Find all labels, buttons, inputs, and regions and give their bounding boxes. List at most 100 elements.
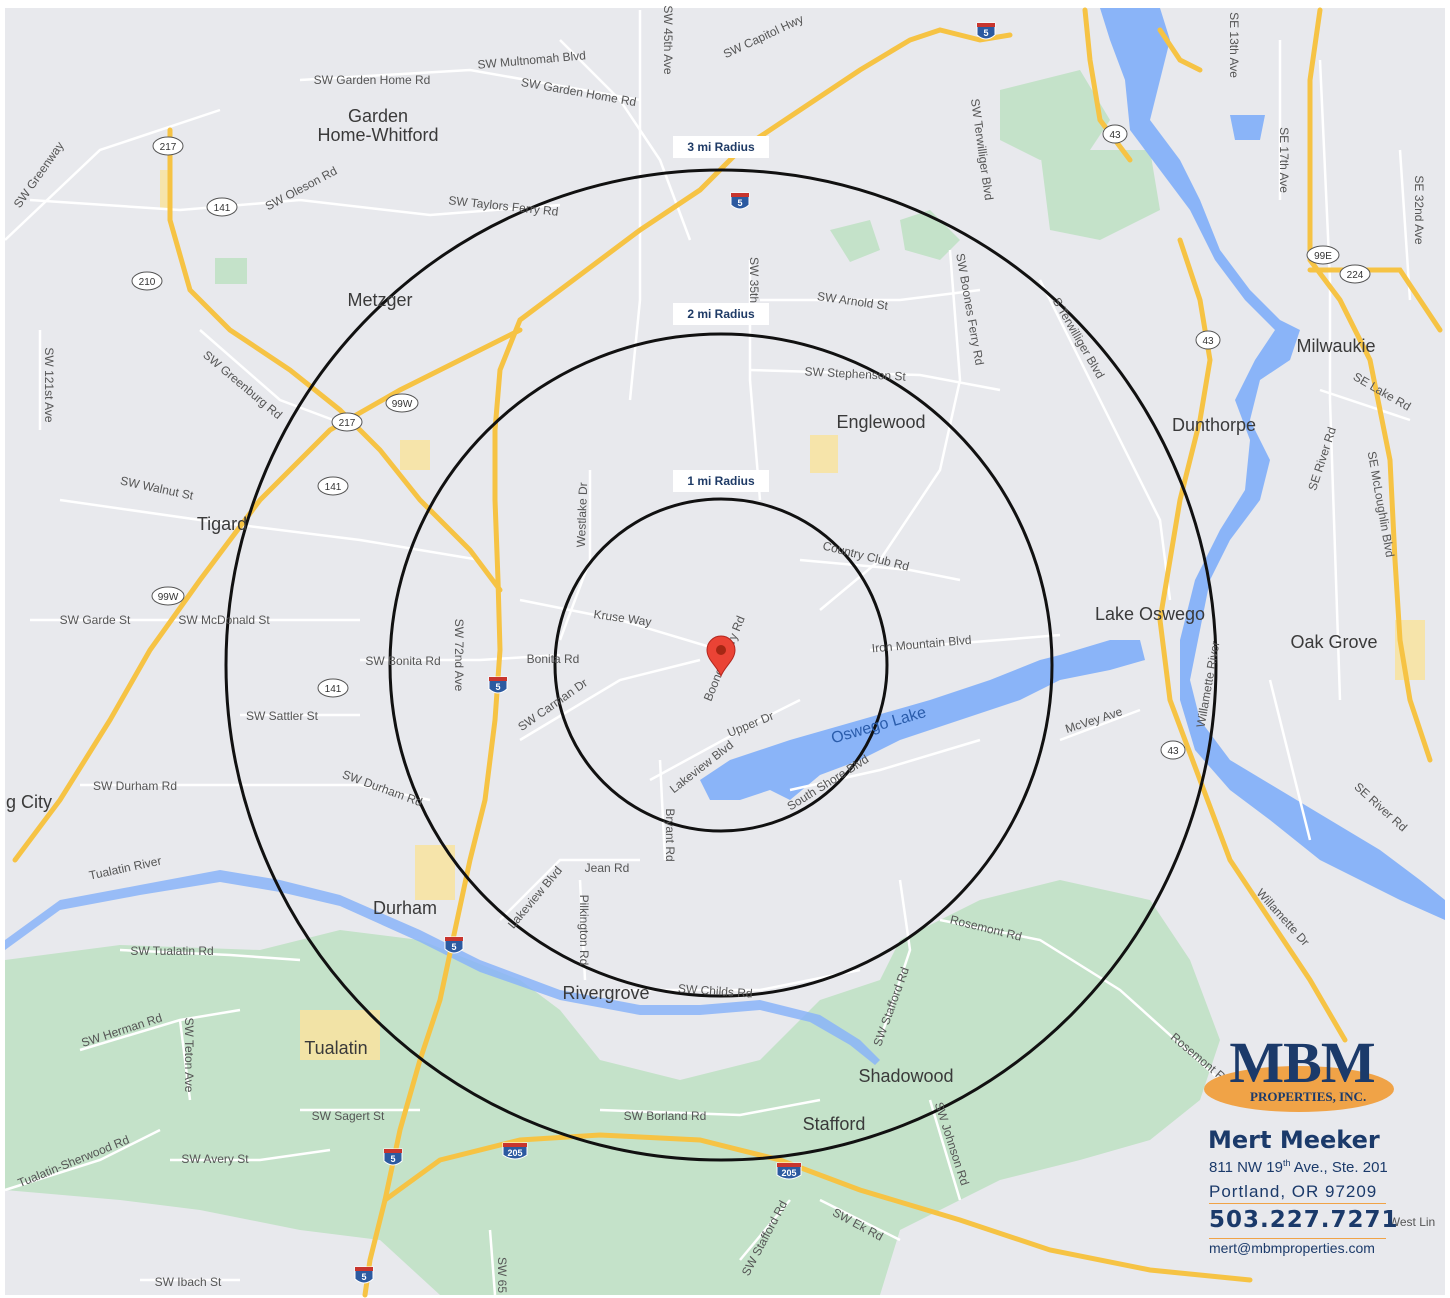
route-shield: 43 bbox=[1160, 740, 1186, 760]
interstate-shield: 5 bbox=[976, 22, 996, 40]
route-shield: 210 bbox=[131, 271, 163, 291]
route-shield: 141 bbox=[317, 476, 349, 496]
divider bbox=[1209, 1238, 1386, 1239]
place-label: Stafford bbox=[803, 1114, 866, 1134]
svg-text:141: 141 bbox=[214, 203, 231, 214]
svg-text:43: 43 bbox=[1109, 130, 1121, 141]
place-label: Home-Whitford bbox=[317, 125, 438, 145]
road-label: Bonita Rd bbox=[527, 652, 580, 666]
place-label: Lake Oswego bbox=[1095, 604, 1205, 624]
svg-text:5: 5 bbox=[495, 682, 500, 692]
road-label: SW Tualatin Rd bbox=[130, 944, 213, 958]
svg-text:43: 43 bbox=[1167, 746, 1179, 757]
place-label: Garden bbox=[348, 106, 408, 126]
parks bbox=[5, 70, 1220, 1295]
road-label: SE 13th Ave bbox=[1227, 12, 1241, 78]
svg-text:2 mi Radius: 2 mi Radius bbox=[687, 307, 755, 321]
minor-roads bbox=[4, 10, 1412, 1296]
svg-text:1 mi Radius: 1 mi Radius bbox=[687, 474, 755, 488]
road-label: SW Bonita Rd bbox=[365, 654, 440, 668]
place-label: Tualatin bbox=[304, 1038, 367, 1058]
road-label: Bryant Rd bbox=[663, 808, 677, 861]
svg-text:205: 205 bbox=[781, 1168, 796, 1178]
svg-text:99W: 99W bbox=[392, 399, 413, 410]
radius-label-3mi: 3 mi Radius bbox=[673, 136, 769, 158]
svg-text:141: 141 bbox=[325, 482, 342, 493]
road-label: SE 32nd Ave bbox=[1412, 175, 1426, 244]
radius-circle-3mi bbox=[224, 168, 1218, 1162]
brand-card: MBM PROPERTIES, INC. Mert Meeker 811 NW … bbox=[1198, 1030, 1398, 1260]
interstate-shield: 5 bbox=[488, 676, 508, 694]
svg-text:141: 141 bbox=[325, 684, 342, 695]
svg-text:5: 5 bbox=[983, 28, 988, 38]
interstate-shield: 5 bbox=[383, 1148, 403, 1166]
water bbox=[5, 8, 1445, 1065]
road-label: SW Durham Rd bbox=[93, 779, 177, 793]
radius-circle-1mi bbox=[553, 497, 889, 833]
interstate-shield: 5 bbox=[354, 1266, 374, 1284]
radius-label-1mi: 1 mi Radius bbox=[673, 470, 769, 492]
svg-text:43: 43 bbox=[1202, 336, 1214, 347]
route-shield: 99E bbox=[1306, 245, 1340, 265]
road-label: SW 72nd Ave bbox=[452, 619, 466, 692]
svg-text:3 mi Radius: 3 mi Radius bbox=[687, 140, 755, 154]
road-label: Pilkington Rd bbox=[577, 895, 591, 966]
place-label: Oak Grove bbox=[1290, 632, 1377, 652]
road-label: SW 35th bbox=[747, 257, 761, 303]
road-label: SW Childs Rd bbox=[678, 981, 753, 1000]
location-marker-icon[interactable] bbox=[706, 635, 736, 678]
place-label: Englewood bbox=[836, 412, 925, 432]
road-label: Westlake Dr bbox=[574, 482, 590, 548]
route-shield: 99W bbox=[385, 393, 419, 413]
road-label: SW McDonald St bbox=[178, 613, 270, 627]
svg-text:99E: 99E bbox=[1314, 251, 1332, 262]
route-shield: 224 bbox=[1339, 264, 1371, 284]
road-label: SE 17th Ave bbox=[1277, 127, 1291, 193]
svg-text:99W: 99W bbox=[158, 592, 179, 603]
road-label: SW 121st Ave bbox=[42, 347, 56, 422]
interstate-shield: 205 bbox=[502, 1142, 528, 1160]
state-shields: 217 141 210 99W 217 141 99W 141 43 43 43… bbox=[131, 124, 1371, 760]
place-label: Metzger bbox=[347, 290, 412, 310]
place-label: Milwaukie bbox=[1296, 336, 1375, 356]
agent-address: 811 NW 19th Ave., Ste. 201 bbox=[1209, 1158, 1388, 1176]
svg-text:217: 217 bbox=[160, 142, 177, 153]
route-shield: 141 bbox=[317, 678, 349, 698]
agent-phone[interactable]: 503.227.7271 bbox=[1209, 1207, 1399, 1233]
place-label: Tigard bbox=[197, 514, 247, 534]
road-label: SW Sattler St bbox=[246, 709, 319, 723]
radius-circle-2mi bbox=[388, 332, 1054, 998]
radius-circles bbox=[224, 168, 1218, 1162]
svg-text:210: 210 bbox=[139, 277, 156, 288]
road-label: SW Garde St bbox=[60, 613, 131, 627]
road-label: SW Ibach St bbox=[155, 1275, 222, 1289]
road-label: SW 65 bbox=[495, 1257, 509, 1293]
route-shield: 217 bbox=[152, 136, 184, 156]
place-label: Durham bbox=[373, 898, 437, 918]
road-label: SW Garden Home Rd bbox=[314, 73, 431, 87]
interstate-shield: 5 bbox=[730, 192, 750, 210]
logo-text: MBM bbox=[1229, 1030, 1375, 1095]
svg-text:224: 224 bbox=[1347, 270, 1364, 281]
svg-text:5: 5 bbox=[361, 1272, 366, 1282]
radius-label-2mi: 2 mi Radius bbox=[673, 303, 769, 325]
interstate-shields: 5 5 5 5 5 5 205 205 bbox=[354, 22, 996, 1284]
address-ordinal: th bbox=[1282, 1158, 1291, 1168]
road-label: SW Sagert St bbox=[312, 1109, 385, 1123]
road-label: SW Avery St bbox=[181, 1152, 249, 1166]
place-label: Shadowood bbox=[858, 1066, 953, 1086]
logo-subtext: PROPERTIES, INC. bbox=[1250, 1089, 1367, 1104]
svg-text:217: 217 bbox=[339, 418, 356, 429]
route-shield: 217 bbox=[331, 412, 363, 432]
route-shield: 43 bbox=[1102, 124, 1128, 144]
svg-text:5: 5 bbox=[451, 942, 456, 952]
svg-text:5: 5 bbox=[390, 1154, 395, 1164]
route-shield: 141 bbox=[206, 197, 238, 217]
address-street: 811 NW 19 bbox=[1209, 1159, 1283, 1176]
agent-email[interactable]: mert@mbmproperties.com bbox=[1209, 1240, 1375, 1256]
road-label: SW Borland Rd bbox=[624, 1109, 707, 1123]
agent-city: Portland, OR 97209 bbox=[1209, 1182, 1378, 1201]
svg-text:5: 5 bbox=[737, 198, 742, 208]
route-shield: 43 bbox=[1195, 330, 1221, 350]
